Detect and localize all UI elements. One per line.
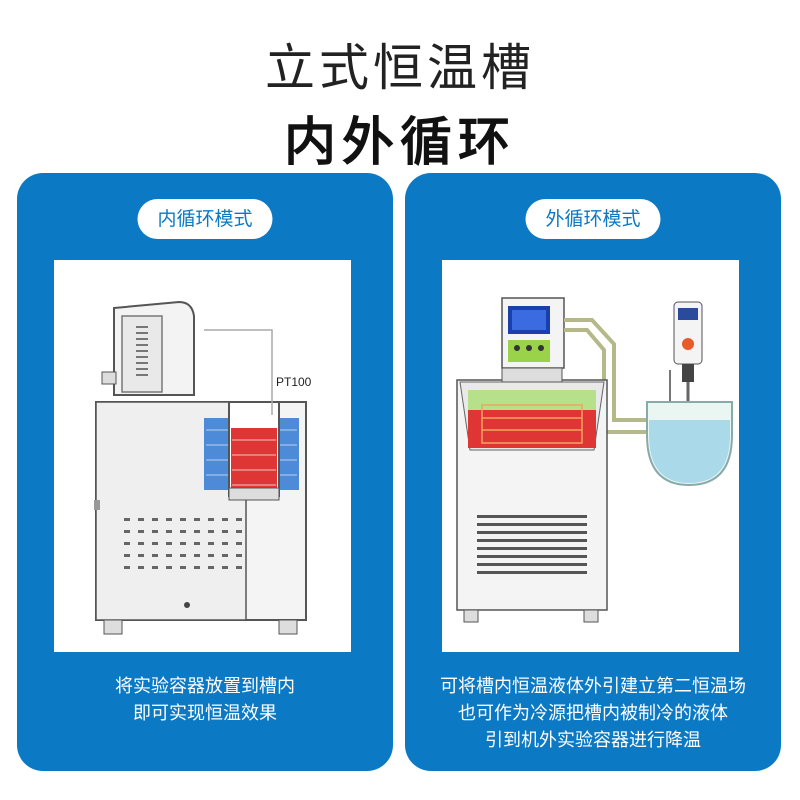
caption-line: 也可作为冷源把槽内被制冷的液体 — [458, 703, 728, 724]
caption-internal: 将实验容器放置到槽内 即可实现恒温效果 — [17, 673, 393, 727]
mode-label-external: 外循环模式 — [525, 199, 661, 239]
external-circulation-illustration — [442, 260, 739, 652]
caption-line: 引到机外实验容器进行降温 — [485, 730, 701, 751]
caption-external: 可将槽内恒温液体外引建立第二恒温场 也可作为冷源把槽内被制冷的液体 引到机外实验… — [405, 673, 781, 754]
caption-line: 即可实现恒温效果 — [133, 703, 277, 724]
mode-label-internal: 内循环模式 — [137, 199, 273, 239]
page-subtitle: 内外循环 — [283, 113, 516, 173]
external-circulation-panel: 外循环模式 — [405, 173, 781, 771]
internal-circulation-panel: 内循环模式 — [17, 173, 393, 771]
page-title: 立式恒温槽 — [265, 39, 535, 97]
caption-line: 将实验容器放置到槽内 — [115, 676, 295, 697]
pt100-label: PT100 — [276, 375, 312, 389]
internal-circulation-illustration: PT100 — [54, 260, 351, 652]
caption-line: 可将槽内恒温液体外引建立第二恒温场 — [440, 676, 746, 697]
